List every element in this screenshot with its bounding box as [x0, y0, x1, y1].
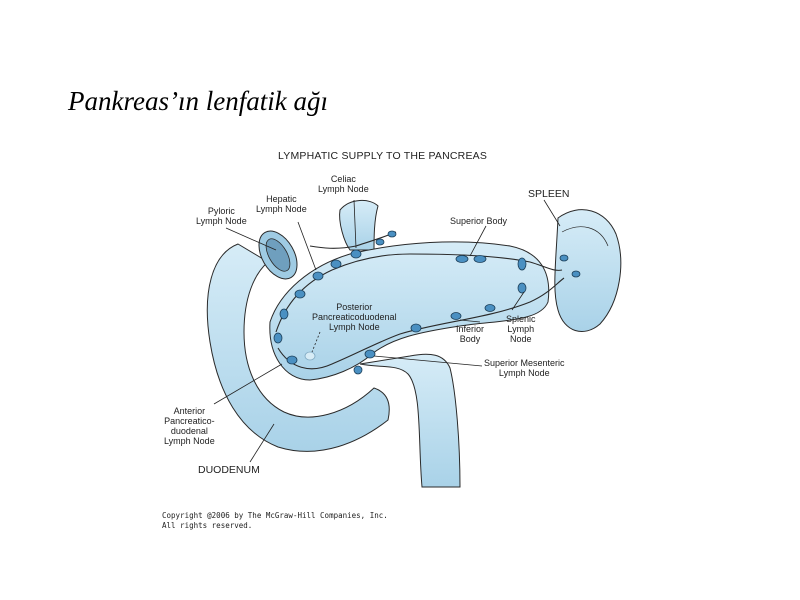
label-hepatic: Hepatic Lymph Node: [256, 194, 307, 214]
slide-title: Pankreas’ın lenfatik ağı: [68, 86, 328, 116]
label-anterior-pancreaticoduodenal: Anterior Pancreatico- duodenal Lymph Nod…: [164, 406, 215, 446]
figure-title: LYMPHATIC SUPPLY TO THE PANCREAS: [278, 150, 488, 162]
label-inferior-body: Inferior Body: [456, 324, 485, 344]
label-pyloric: Pyloric Lymph Node: [196, 206, 247, 226]
label-spleen: SPLEEN: [528, 188, 570, 200]
lymph-nodes: [273, 230, 581, 375]
label-posterior-pancreaticoduodenal: Posterior Pancreaticoduodenal Lymph Node: [312, 302, 397, 332]
mesenteric-vessel: [359, 353, 461, 488]
leader-lines: [213, 199, 561, 463]
label-splenic: Splenic Lymph Node: [506, 314, 536, 344]
posterior-node-shape: [304, 351, 316, 361]
spleen-shape: [554, 209, 622, 332]
label-celiac: Celiac Lymph Node: [318, 174, 369, 194]
label-superior-body: Superior Body: [450, 216, 508, 226]
pancreas-lymphatic-figure: LYMPHATIC SUPPLY TO THE PANCREAS Celiac …: [160, 142, 630, 504]
label-superior-mesenteric: Superior Mesenteric Lymph Node: [484, 358, 565, 378]
label-duodenum: DUODENUM: [198, 464, 260, 476]
celiac-trunk: [339, 200, 379, 251]
pancreas-illustration: [206, 199, 622, 488]
copyright-notice: Copyright @2006 by The McGraw-Hill Compa…: [162, 511, 388, 530]
duodenum-shape: [206, 243, 390, 452]
